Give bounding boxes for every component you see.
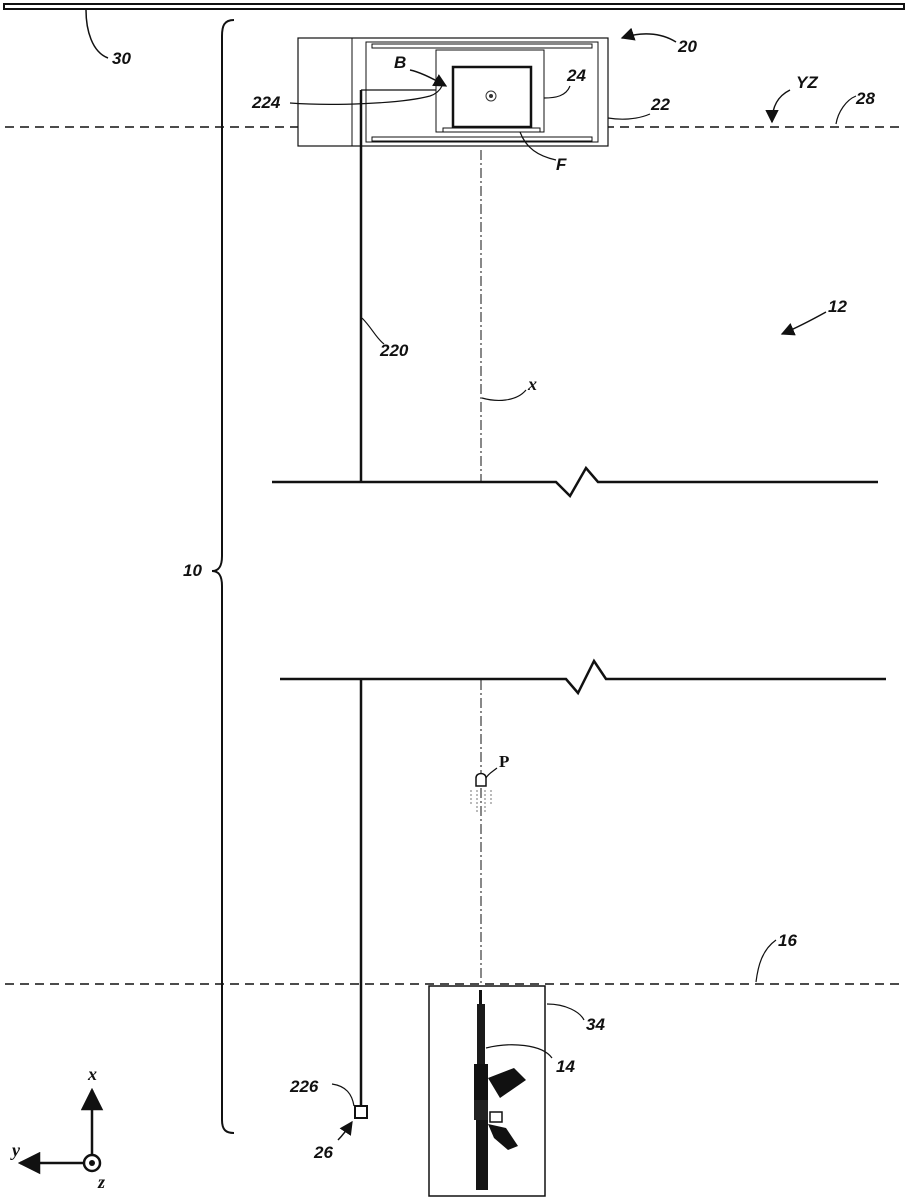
target-assembly xyxy=(297,37,609,147)
rail-top xyxy=(371,43,593,49)
leader-22 xyxy=(607,113,651,120)
leader-p xyxy=(485,767,498,779)
label-34: 34 xyxy=(586,1015,605,1034)
leader-26 xyxy=(337,1120,353,1141)
rifle-icon xyxy=(474,990,526,1190)
leader-f xyxy=(519,131,557,161)
break-line-lower xyxy=(280,658,886,696)
ceiling-leader xyxy=(85,9,109,59)
label-b: B xyxy=(394,53,406,72)
rail-bottom xyxy=(371,136,593,142)
leader-28 xyxy=(835,95,857,125)
sensor-node-226 xyxy=(354,1105,368,1119)
label-f: F xyxy=(556,155,567,174)
label-30: 30 xyxy=(112,49,131,68)
label-16: 16 xyxy=(778,931,797,950)
label-12: 12 xyxy=(828,297,847,316)
label-x-axis: x xyxy=(527,374,537,394)
leader-14 xyxy=(485,1044,553,1059)
axis-label-y: y xyxy=(10,1140,21,1160)
label-yz: YZ xyxy=(796,73,818,92)
leader-20 xyxy=(620,27,677,43)
label-224: 224 xyxy=(251,93,281,112)
leader-x-axis xyxy=(481,389,527,401)
label-220: 220 xyxy=(379,341,409,360)
leader-224 xyxy=(289,85,443,105)
label-26: 26 xyxy=(313,1143,333,1162)
plate-base xyxy=(442,127,541,133)
axis-label-x: x xyxy=(87,1064,97,1084)
label-14: 14 xyxy=(556,1057,575,1076)
leader-24 xyxy=(543,85,571,99)
break-line-upper xyxy=(272,465,878,499)
leader-16 xyxy=(755,939,777,983)
leader-220 xyxy=(361,317,385,345)
inner-frame xyxy=(365,41,599,143)
label-22: 22 xyxy=(650,95,670,114)
label-10: 10 xyxy=(183,561,202,580)
label-24: 24 xyxy=(566,66,586,85)
label-p: P xyxy=(499,752,509,771)
leader-yz xyxy=(765,89,791,124)
range-brace xyxy=(211,19,235,1134)
leader-226 xyxy=(331,1083,355,1107)
axis-label-z: z xyxy=(97,1172,105,1192)
label-28: 28 xyxy=(855,89,875,108)
ceiling-bar xyxy=(3,3,905,10)
label-20: 20 xyxy=(677,37,697,56)
leader-b xyxy=(409,69,448,87)
label-226: 226 xyxy=(289,1077,319,1096)
leader-12 xyxy=(780,311,827,336)
leader-34 xyxy=(546,1003,585,1021)
axes-indicator xyxy=(17,1087,104,1175)
target-center-icon xyxy=(485,90,497,102)
